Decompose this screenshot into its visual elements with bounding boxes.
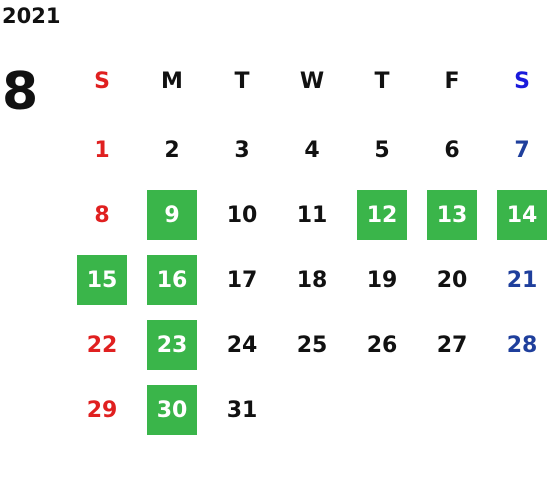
day-cell[interactable]: 18: [296, 267, 328, 293]
highlighted-day-cell[interactable]: 30: [147, 385, 197, 435]
day-cell[interactable]: 19: [366, 267, 398, 293]
weekday-header: S: [94, 68, 110, 94]
day-cell[interactable]: 5: [374, 137, 390, 163]
day-cell[interactable]: 20: [436, 267, 468, 293]
weekday-header: T: [234, 68, 250, 94]
day-cell[interactable]: 17: [226, 267, 258, 293]
weekday-header: M: [161, 68, 183, 94]
highlighted-day-cell[interactable]: 15: [77, 255, 127, 305]
day-cell[interactable]: 1: [94, 137, 110, 163]
highlighted-day-cell[interactable]: 14: [497, 190, 547, 240]
day-cell[interactable]: 8: [94, 202, 110, 228]
day-cell[interactable]: 10: [226, 202, 258, 228]
day-cell[interactable]: 4: [304, 137, 320, 163]
weekday-header: W: [299, 68, 325, 94]
highlighted-day-cell[interactable]: 13: [427, 190, 477, 240]
day-cell[interactable]: 7: [514, 137, 530, 163]
day-cell[interactable]: 26: [366, 332, 398, 358]
day-cell[interactable]: 24: [226, 332, 258, 358]
highlighted-day-cell[interactable]: 9: [147, 190, 197, 240]
day-cell[interactable]: 6: [444, 137, 460, 163]
weekday-header: T: [374, 68, 390, 94]
highlighted-day-cell[interactable]: 23: [147, 320, 197, 370]
weekday-header: S: [514, 68, 530, 94]
highlighted-day-cell[interactable]: 16: [147, 255, 197, 305]
day-cell[interactable]: 22: [86, 332, 118, 358]
day-cell[interactable]: 28: [506, 332, 538, 358]
day-cell[interactable]: 2: [164, 137, 180, 163]
day-cell[interactable]: 11: [296, 202, 328, 228]
month-number: 8: [2, 62, 39, 122]
year-label: 2021: [2, 4, 61, 28]
day-cell[interactable]: 3: [234, 137, 250, 163]
day-cell[interactable]: 25: [296, 332, 328, 358]
day-cell[interactable]: 29: [86, 397, 118, 423]
day-cell[interactable]: 31: [226, 397, 258, 423]
day-cell[interactable]: 21: [506, 267, 538, 293]
highlighted-day-cell[interactable]: 12: [357, 190, 407, 240]
weekday-header: F: [444, 68, 460, 94]
day-cell[interactable]: 27: [436, 332, 468, 358]
